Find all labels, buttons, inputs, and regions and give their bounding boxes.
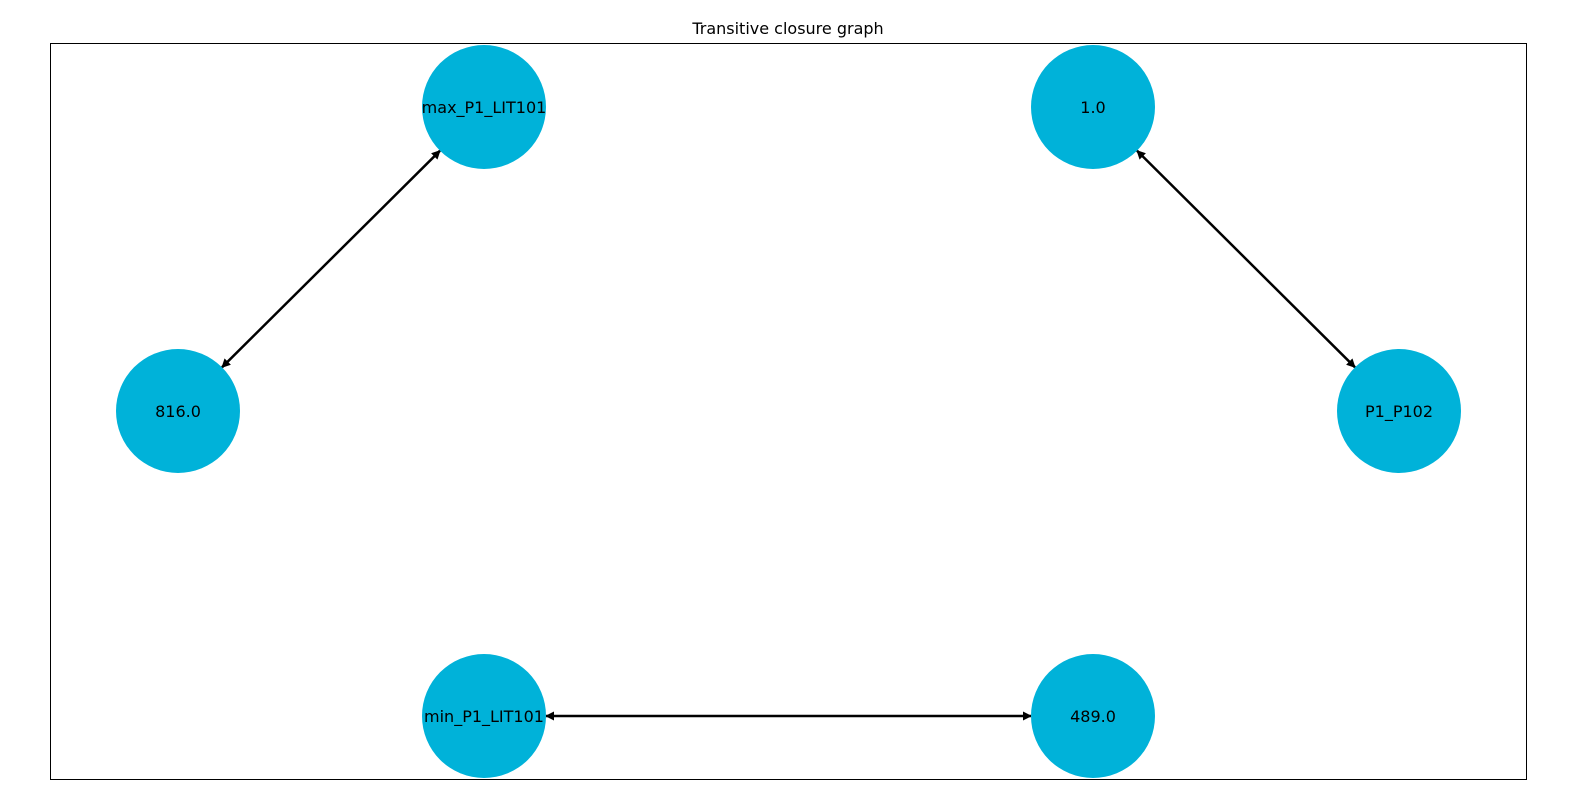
node-label: 489.0 <box>1070 707 1116 726</box>
node-circle <box>1031 654 1155 778</box>
diagram-title: Transitive closure graph <box>691 19 883 38</box>
node-circle <box>1031 45 1155 169</box>
node-label: 816.0 <box>155 402 201 421</box>
node-circle <box>422 45 546 169</box>
node-max-p1-lit101: max_P1_LIT101 <box>422 45 547 169</box>
node-p1-p102: P1_P102 <box>1337 349 1461 473</box>
node-label: P1_P102 <box>1365 402 1433 422</box>
node-circle <box>116 349 240 473</box>
node-label: min_P1_LIT101 <box>424 707 544 727</box>
nodes-layer: max_P1_LIT101 1.0 816.0 P1_P102 min_P1_LIT10… <box>116 45 1461 778</box>
node-circle <box>1337 349 1461 473</box>
node-816-0: 816.0 <box>116 349 240 473</box>
edge-max-p1-lit101-to-816-0 <box>221 149 441 369</box>
plot-frame <box>50 43 1527 780</box>
node-1-0: 1.0 <box>1031 45 1155 169</box>
edges-layer <box>221 149 1356 721</box>
edge-1-0-to-p1-p102 <box>1136 149 1356 369</box>
node-label: max_P1_LIT101 <box>422 98 547 118</box>
node-label: 1.0 <box>1080 98 1105 117</box>
node-489-0: 489.0 <box>1031 654 1155 778</box>
node-min-p1-lit101: min_P1_LIT101 <box>422 654 546 778</box>
node-circle <box>422 654 546 778</box>
